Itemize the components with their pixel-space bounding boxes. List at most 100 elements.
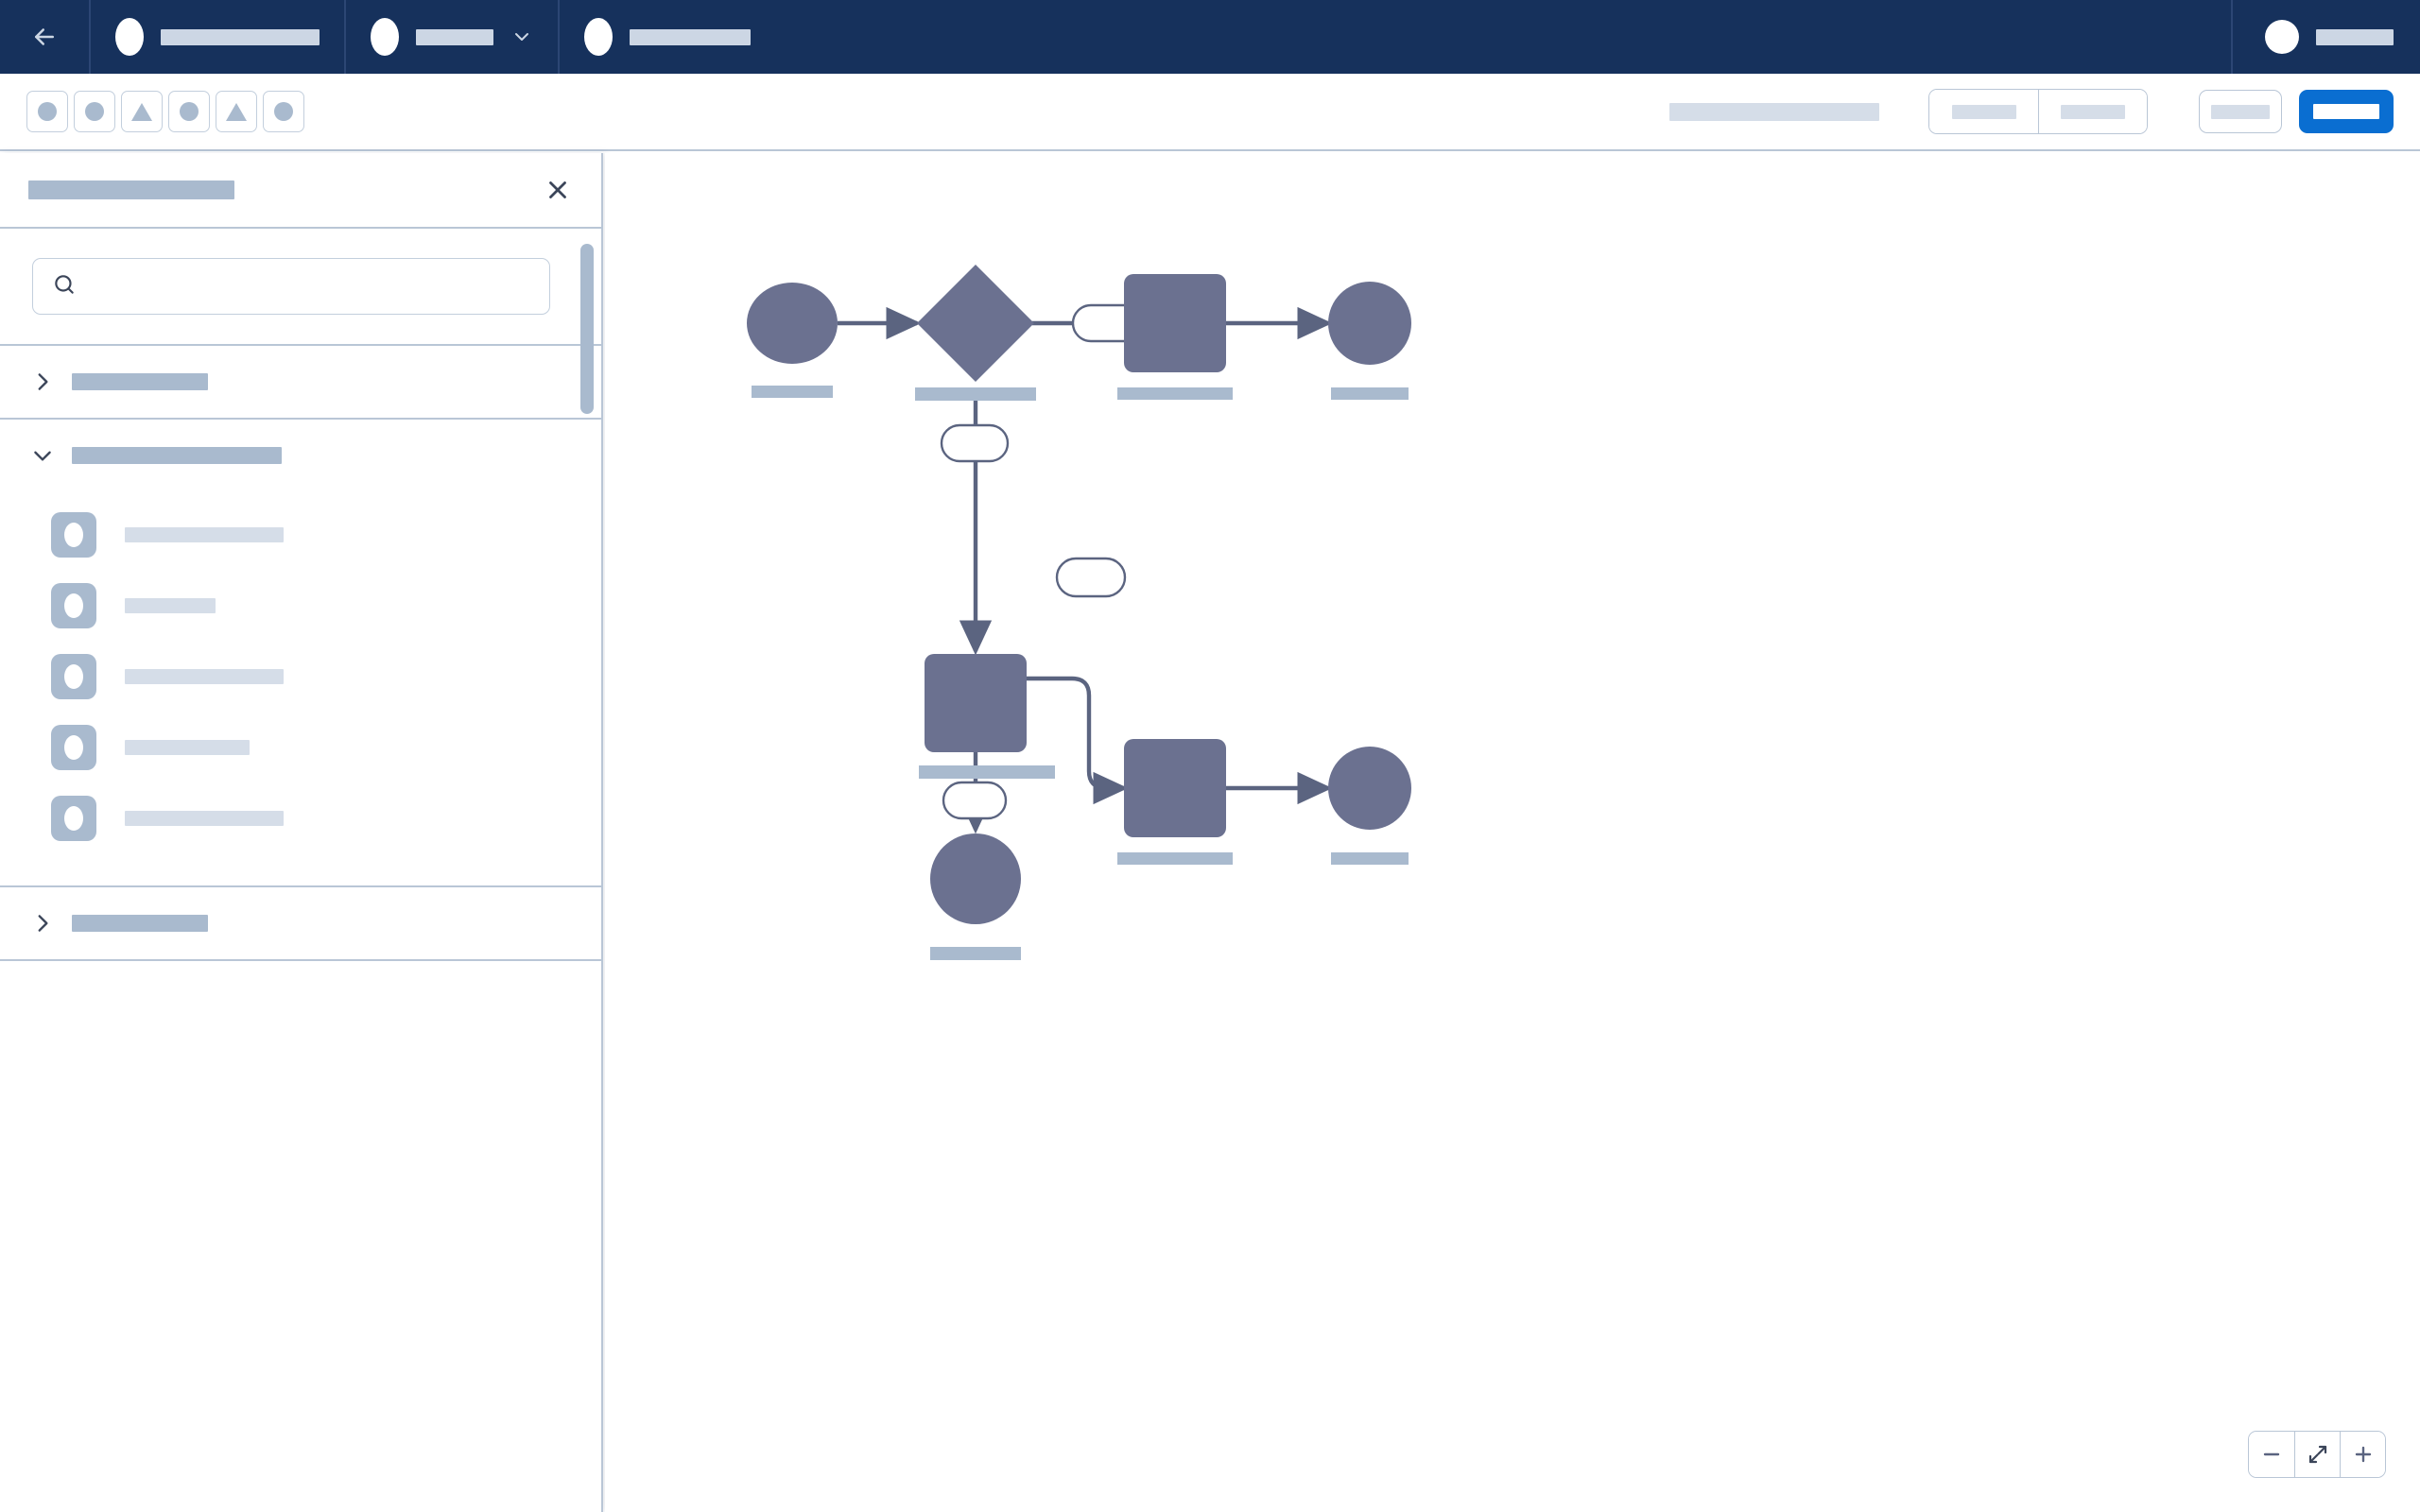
nav-back-cell bbox=[0, 0, 91, 74]
chevron-down-icon[interactable] bbox=[510, 26, 533, 48]
section-expanded-title bbox=[72, 447, 282, 464]
diagram-canvas[interactable] bbox=[605, 153, 2420, 1512]
view-mode-left[interactable] bbox=[1929, 90, 2038, 133]
toolbar-status-label bbox=[1669, 102, 1879, 121]
secondary-action-button[interactable] bbox=[2199, 90, 2282, 133]
tool-select[interactable] bbox=[26, 91, 68, 132]
nav-user-label bbox=[2316, 28, 2394, 45]
edge-badge-task-b-end-b[interactable] bbox=[942, 781, 1008, 820]
node-task-c[interactable] bbox=[1124, 739, 1226, 837]
item-icon bbox=[51, 653, 96, 699]
view-mode-segmented-control bbox=[1928, 89, 2148, 134]
node-task-a-label bbox=[1117, 387, 1233, 400]
node-task-a[interactable] bbox=[1124, 274, 1226, 372]
chevron-right-icon bbox=[28, 909, 57, 937]
list-item-2-label bbox=[125, 597, 216, 613]
nav-spacer bbox=[775, 0, 2231, 74]
node-end-c[interactable] bbox=[1328, 747, 1411, 830]
node-end-a[interactable] bbox=[1328, 282, 1411, 365]
circle-icon bbox=[274, 102, 293, 121]
left-sidebar-panel bbox=[0, 153, 603, 1512]
view-mode-right[interactable] bbox=[2038, 90, 2147, 133]
zoom-in-button[interactable] bbox=[2340, 1432, 2385, 1477]
close-icon[interactable] bbox=[541, 173, 575, 207]
avatar-icon bbox=[115, 18, 144, 56]
list-item-2[interactable] bbox=[0, 570, 601, 641]
secondary-action-label bbox=[2211, 104, 2270, 119]
section-collapsed-top bbox=[0, 346, 601, 420]
node-decision[interactable] bbox=[917, 265, 1034, 382]
chevron-right-icon bbox=[28, 368, 57, 396]
node-end-b[interactable] bbox=[930, 833, 1021, 924]
minus-icon bbox=[2263, 1452, 2280, 1456]
sidebar-scrollbar[interactable] bbox=[580, 229, 594, 1512]
chevron-down-icon bbox=[28, 441, 57, 470]
tool-shape[interactable] bbox=[121, 91, 163, 132]
section-expanded bbox=[0, 420, 601, 887]
section-collapsed-bottom-title bbox=[72, 915, 208, 932]
nav-item-1[interactable] bbox=[346, 0, 560, 74]
nav-item-2[interactable] bbox=[560, 0, 775, 74]
primary-action-button[interactable] bbox=[2299, 90, 2394, 133]
nodes-layer bbox=[747, 265, 1411, 960]
zoom-out-button[interactable] bbox=[2249, 1432, 2294, 1477]
zoom-controls bbox=[2248, 1431, 2386, 1478]
item-icon bbox=[51, 511, 96, 558]
tool-connector[interactable] bbox=[168, 91, 210, 132]
node-start-label bbox=[752, 386, 833, 398]
item-icon bbox=[51, 582, 96, 628]
circle-icon bbox=[180, 102, 199, 121]
search-input[interactable] bbox=[88, 276, 504, 297]
list-item-5-label bbox=[125, 810, 284, 826]
sidebar-body bbox=[0, 229, 601, 1512]
list-item-3[interactable] bbox=[0, 641, 601, 712]
edge-badge-task-b-task-c[interactable] bbox=[1055, 557, 1127, 598]
plus-icon bbox=[2355, 1446, 2371, 1463]
section-collapsed-top-header[interactable] bbox=[0, 346, 601, 418]
triangle-icon bbox=[226, 102, 247, 121]
section-collapsed-bottom-header[interactable] bbox=[0, 887, 601, 959]
edge-task-b-to-task-c[interactable] bbox=[1027, 676, 1129, 805]
avatar-icon bbox=[584, 18, 613, 56]
node-start[interactable] bbox=[747, 283, 838, 364]
list-item-1[interactable] bbox=[0, 499, 601, 570]
avatar-icon bbox=[371, 18, 399, 56]
section-expanded-header[interactable] bbox=[0, 420, 601, 491]
edge-badge-decision-task-b[interactable] bbox=[940, 423, 1010, 463]
primary-action-label bbox=[2313, 104, 2379, 119]
sidebar-scrollbar-thumb[interactable] bbox=[580, 244, 594, 414]
list-item-4[interactable] bbox=[0, 712, 601, 782]
circle-icon bbox=[38, 102, 57, 121]
flowchart-svg bbox=[747, 265, 1411, 960]
list-item-4-label bbox=[125, 739, 250, 755]
tool-node[interactable] bbox=[74, 91, 115, 132]
list-item-1-label bbox=[125, 526, 284, 542]
section-collapsed-bottom bbox=[0, 887, 601, 961]
node-end-c-label bbox=[1331, 852, 1409, 865]
zoom-fit-button[interactable] bbox=[2294, 1432, 2340, 1477]
arrow-left-icon[interactable] bbox=[28, 21, 60, 53]
top-navigation-bar bbox=[0, 0, 2420, 74]
search-box[interactable] bbox=[32, 258, 550, 315]
circle-icon bbox=[85, 102, 104, 121]
nav-item-1-label bbox=[416, 28, 493, 45]
nav-user-menu[interactable] bbox=[2231, 0, 2420, 74]
list-item-3-label bbox=[125, 668, 284, 684]
tool-more[interactable] bbox=[263, 91, 304, 132]
node-decision-label bbox=[915, 387, 1036, 401]
node-task-b[interactable] bbox=[925, 654, 1027, 752]
expand-diagonal-icon bbox=[2308, 1445, 2326, 1464]
tool-marker[interactable] bbox=[216, 91, 257, 132]
nav-item-2-label bbox=[630, 28, 751, 45]
sidebar-search-row bbox=[0, 229, 601, 346]
nav-item-0-label bbox=[161, 28, 320, 45]
node-end-b-label bbox=[930, 947, 1021, 960]
search-icon bbox=[52, 272, 77, 301]
nav-item-0[interactable] bbox=[91, 0, 346, 74]
view-mode-left-label bbox=[1951, 104, 2016, 119]
user-avatar-icon bbox=[2265, 20, 2299, 54]
triangle-icon bbox=[131, 102, 152, 121]
item-icon bbox=[51, 724, 96, 770]
editor-toolbar bbox=[0, 74, 2420, 151]
list-item-5[interactable] bbox=[0, 782, 601, 853]
